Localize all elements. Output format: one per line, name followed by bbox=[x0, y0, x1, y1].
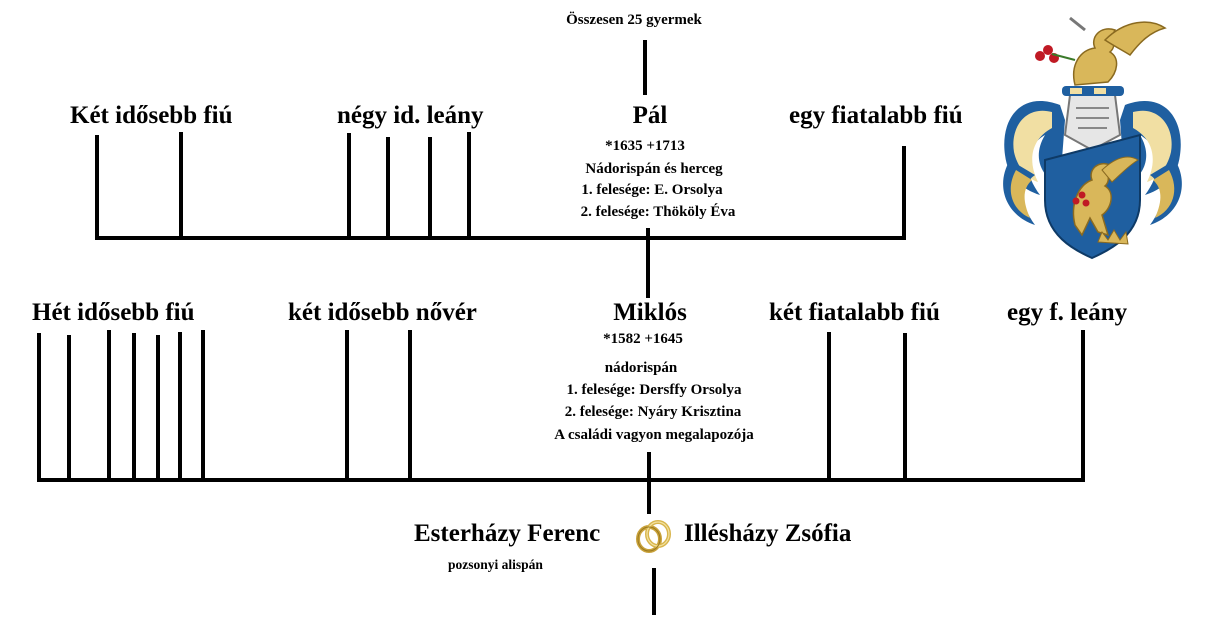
pal-dates: *1635 +1713 bbox=[605, 138, 685, 154]
miklos-note: A családi vagyon megalapozója bbox=[554, 427, 754, 443]
pal-name: Pál bbox=[632, 102, 668, 129]
gen1-younger-daughter-label: egy f. leány bbox=[1007, 299, 1128, 326]
miklos-dates: *1582 +1645 bbox=[603, 331, 683, 347]
miklos-name: Miklós bbox=[613, 299, 687, 326]
gen2-younger-son-label: egy fiatalabb fiú bbox=[789, 102, 963, 129]
father-name: Esterházy Ferenc bbox=[414, 520, 601, 547]
gen1-older-sons-label: Hét idősebb fiú bbox=[32, 299, 195, 326]
father-title: pozsonyi alispán bbox=[448, 557, 543, 572]
mother-name: Illésházy Zsófia bbox=[684, 520, 852, 547]
miklos-wife-1: 1. felesége: Dersffy Orsolya bbox=[566, 382, 742, 398]
wedding-rings-icon bbox=[636, 520, 671, 553]
gen1-younger-sons-label: két fiatalabb fiú bbox=[769, 299, 940, 326]
pal-title: Nádorispán és herceg bbox=[585, 161, 723, 177]
pal-wife-2: 2. felesége: Thököly Éva bbox=[580, 204, 736, 220]
miklos-wife-2: 2. felesége: Nyáry Krisztina bbox=[564, 404, 742, 420]
total-children-label: Összesen 25 gyermek bbox=[566, 12, 702, 28]
miklos-title: nádorispán bbox=[604, 360, 678, 376]
pal-wife-1: 1. felesége: E. Orsolya bbox=[581, 182, 723, 198]
gen1-older-sisters-label: két idősebb nővér bbox=[288, 299, 477, 326]
gen2-older-sons-label: Két idősebb fiú bbox=[70, 102, 233, 129]
gen2-older-daughters-label: négy id. leány bbox=[337, 102, 484, 129]
griffin-coat-of-arms-icon bbox=[1003, 16, 1182, 260]
